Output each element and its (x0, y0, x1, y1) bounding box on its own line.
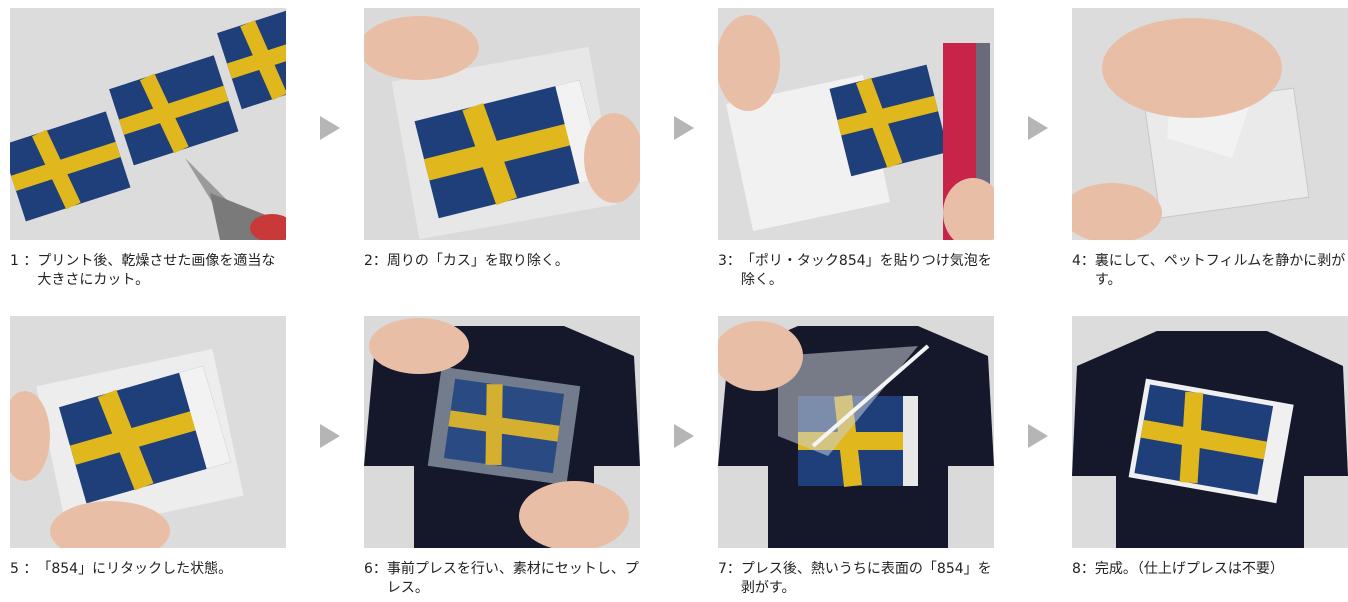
step-5-caption: 5 ： 「854」にリタックした状態。 (10, 560, 286, 579)
step-description: 事前プレスを行い、素材にセットし、プレス。 (386, 561, 639, 596)
step-3-caption: 3： 「ポリ・タック854」を貼りつけ気泡を除く。 (718, 252, 994, 290)
step-number: 4： (1072, 253, 1095, 269)
step-6-photo (364, 316, 640, 548)
peeling-excess-film-image (364, 8, 640, 240)
finished-tshirt-image (1072, 316, 1348, 548)
retacked-854-image (10, 316, 286, 548)
step-2-caption: 2： 周りの「カス」を取り除く。 (364, 252, 640, 271)
applying-854-with-squeegee-image (718, 8, 994, 240)
peeling-pet-film-image (1072, 8, 1348, 240)
step-4-caption: 4： 裏にして、ペットフィルムを静かに剥がす。 (1072, 252, 1348, 290)
next-arrow-icon (1028, 424, 1048, 448)
step-1-caption: 1 ： プリント後、乾燥させた画像を適当な大きさにカット。 (10, 252, 286, 290)
step-7-photo (718, 316, 994, 548)
step-number: 5 ： (10, 561, 38, 577)
scissors-cutting-flag-image (10, 8, 286, 240)
peeling-854-hot-image (718, 316, 994, 548)
step-4-photo (1072, 8, 1348, 240)
step-description: 「854」にリタックした状態。 (37, 561, 233, 577)
step-description: プリント後、乾燥させた画像を適当な大きさにカット。 (37, 253, 276, 288)
step-number: 2： (364, 253, 387, 269)
step-number: 3： (718, 253, 741, 269)
next-arrow-icon (320, 424, 340, 448)
step-1-photo (10, 8, 286, 240)
step-3-photo (718, 8, 994, 240)
step-number: 1 ： (10, 253, 38, 269)
step-description: 裏にして、ペットフィルムを静かに剥がす。 (1094, 253, 1346, 288)
step-description: プレス後、熱いうちに表面の「854」を剥がす。 (740, 561, 992, 596)
step-description: 完成。（仕上げプレスは不要） (1094, 561, 1284, 577)
next-arrow-icon (320, 116, 340, 140)
step-8-photo (1072, 316, 1348, 548)
step-number: 7： (718, 561, 741, 577)
step-description: 周りの「カス」を取り除く。 (386, 253, 569, 269)
next-arrow-icon (674, 116, 694, 140)
step-7-caption: 7： プレス後、熱いうちに表面の「854」を剥がす。 (718, 560, 994, 598)
next-arrow-icon (1028, 116, 1048, 140)
step-description: 「ポリ・タック854」を貼りつけ気泡を除く。 (740, 253, 992, 288)
step-6-caption: 6： 事前プレスを行い、素材にセットし、プレス。 (364, 560, 640, 598)
step-5-photo (10, 316, 286, 548)
step-2-photo (364, 8, 640, 240)
next-arrow-icon (674, 424, 694, 448)
step-8-caption: 8： 完成。（仕上げプレスは不要） (1072, 560, 1348, 579)
step-number: 8： (1072, 561, 1095, 577)
setting-on-tshirt-image (364, 316, 640, 548)
step-number: 6： (364, 561, 387, 577)
